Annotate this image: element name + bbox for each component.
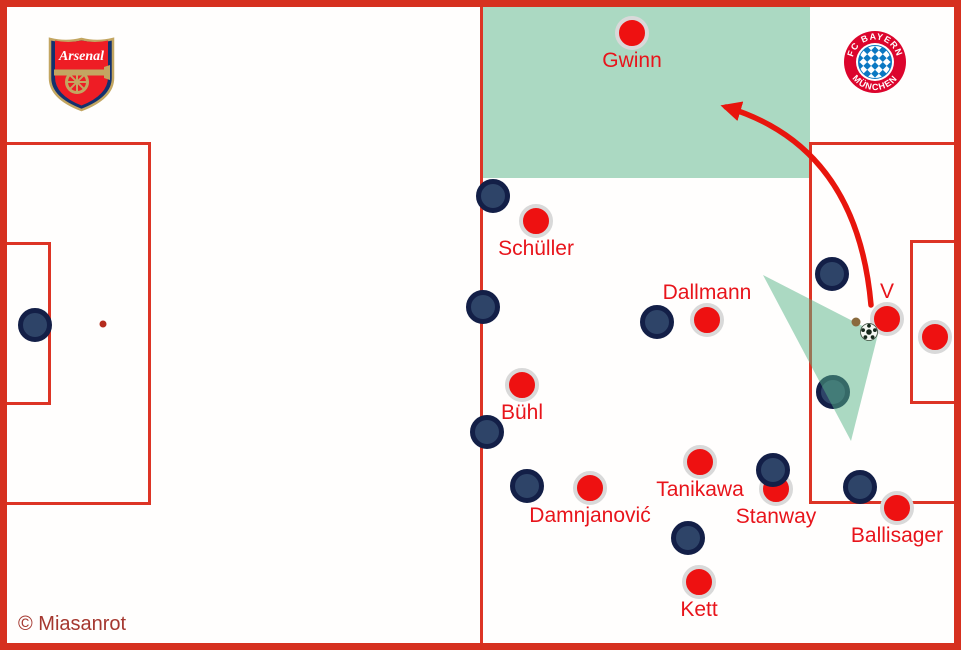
player-label-kett: Kett: [680, 598, 718, 621]
player-label-buhl: Bühl: [500, 401, 544, 424]
player-label-ballisager: Ballisager: [850, 524, 944, 547]
player-label-tanikawa: Tanikawa: [656, 478, 744, 501]
player-label-stanway: Stanway: [735, 505, 817, 528]
player-label-schuller: Schüller: [498, 237, 574, 260]
player-label-dallmann: Dallmann: [662, 280, 752, 304]
credit-text: © Miasanrot: [18, 613, 127, 635]
player-label-damnjanovic: Damnjanović: [529, 504, 651, 527]
player-label-v: V: [879, 279, 895, 303]
player-label-gwinn: Gwinn: [602, 49, 662, 72]
